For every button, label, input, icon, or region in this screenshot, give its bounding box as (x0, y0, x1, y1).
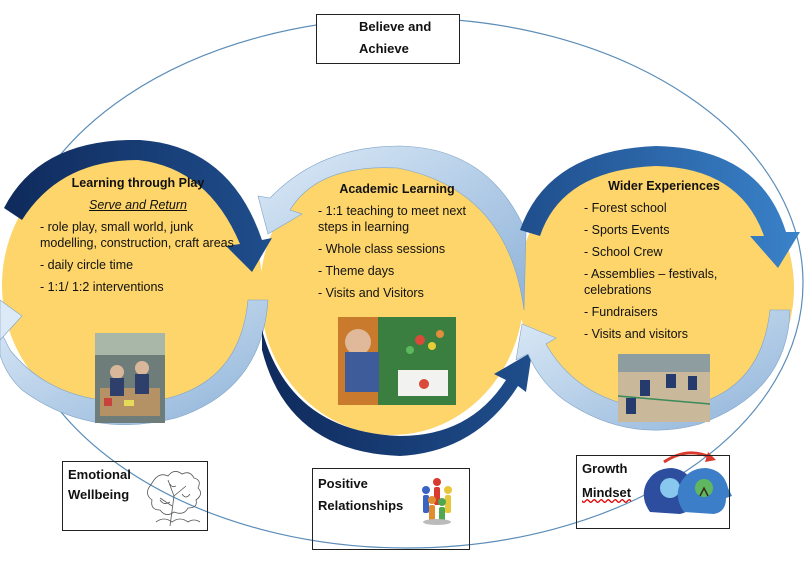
arrow-academic-bottom (262, 330, 532, 456)
growth-mindset-box: Growth Mindset (576, 455, 730, 529)
list-item: - role play, small world, junk modelling… (40, 220, 234, 250)
growth-line2: Mindset (582, 485, 632, 500)
circle-play-bg (2, 147, 262, 423)
photo-play (95, 333, 165, 423)
arrow-play-top (4, 139, 272, 272)
brain-heads-icon (643, 451, 732, 514)
list-item: - daily circle time (40, 258, 134, 272)
circle-play-title: Learning through Play (71, 176, 205, 190)
arrow-play-bottom (0, 299, 269, 426)
circle-academic-bg (260, 149, 524, 435)
positive-relationships-box: Positive Relationships (312, 468, 470, 550)
list-item: - Visits and Visitors (318, 286, 424, 300)
list-item: - Sports Events (584, 223, 670, 237)
believe-line2: Achieve (359, 41, 409, 56)
circle-wider-bg (518, 150, 794, 426)
list-item: - Visits and visitors (584, 327, 688, 341)
arrow-academic-top (257, 145, 527, 311)
relationships-line2: Relationships (318, 498, 404, 513)
growth-line1: Growth (582, 461, 628, 476)
emotional-wellbeing-box: Emotional Wellbeing (62, 461, 208, 531)
believe-achieve-box: Believe and Achieve (316, 14, 460, 64)
circle-academic-title: Academic Learning (339, 182, 455, 196)
list-item: - Whole class sessions (318, 242, 446, 256)
list-item: - Fundraisers (584, 305, 658, 319)
circle-wider-text: Wider Experiences - Forest school - Spor… (584, 178, 744, 342)
photo-academic (338, 317, 456, 405)
list-item: - Forest school (584, 201, 667, 215)
list-item: - School Crew (584, 245, 663, 259)
circle-wider-list: - Forest school - Sports Events - School… (584, 200, 744, 342)
arrow-play-left-head (0, 299, 23, 341)
list-item: - 1:1 teaching to meet next steps in lea… (318, 204, 467, 234)
relationships-line1: Positive (318, 476, 368, 491)
circle-play-text: Learning through Play Serve and Return -… (40, 175, 236, 295)
emotional-line1: Emotional (68, 467, 131, 482)
circle-wider-title: Wider Experiences (608, 179, 720, 193)
believe-line1: Believe and (359, 19, 432, 34)
tree-sketch-icon (147, 471, 201, 527)
circle-academic-text: Academic Learning - 1:1 teaching to meet… (318, 181, 476, 301)
circle-play-subtitle: Serve and Return (89, 198, 187, 212)
list-item: - Assemblies – festivals, celebrations (584, 267, 718, 297)
circle-academic-list: - 1:1 teaching to meet next steps in lea… (318, 203, 476, 301)
list-item: - 1:1/ 1:2 interventions (40, 280, 164, 294)
people-circle-icon (422, 478, 452, 525)
photo-wider (617, 354, 711, 422)
circle-play-list: - role play, small world, junk modelling… (40, 219, 236, 295)
arrow-wider-top (520, 146, 800, 268)
list-item: - Theme days (318, 264, 395, 278)
emotional-line2: Wellbeing (68, 487, 130, 502)
